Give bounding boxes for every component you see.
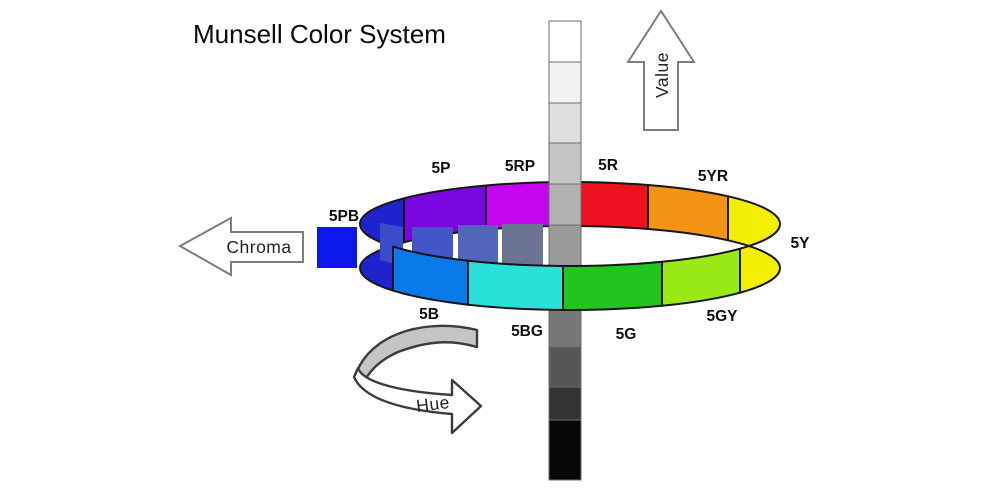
hue-label-5gy: 5GY: [706, 308, 738, 325]
value-step-2: [548, 102, 582, 144]
chroma-axis-arrow: Chroma: [177, 216, 304, 277]
value-arrow-shape: [626, 9, 696, 131]
chroma-swatch-2: [458, 225, 498, 266]
hue-label-5b: 5B: [419, 306, 439, 323]
value-step-3: [548, 142, 582, 185]
value-step-0: [548, 20, 582, 63]
value-step-9: [548, 386, 582, 421]
hue-label-5pb: 5PB: [329, 208, 359, 225]
value-step-5: [548, 224, 582, 268]
value-arrow-label: Value: [652, 52, 672, 98]
hue-ring-front: [392, 245, 741, 312]
ring-segment-5bg: [467, 259, 564, 311]
page-title: Munsell Color System: [193, 19, 446, 49]
hue-label-5g: 5G: [616, 326, 637, 343]
value-step-10: [548, 419, 582, 481]
hue-label-5yr: 5YR: [698, 168, 728, 185]
ring-segment-5yr: [647, 184, 729, 242]
hue-label-5y: 5Y: [791, 235, 811, 252]
hue-label-5rp: 5RP: [505, 158, 535, 175]
value-scale-column: [548, 20, 582, 481]
hue-label-5r: 5R: [598, 157, 618, 174]
ring-segment-5gy: [661, 247, 741, 307]
value-axis-arrow: Value: [626, 9, 696, 131]
chroma-arrow-shape: [177, 216, 304, 277]
value-step-8: [548, 346, 582, 388]
chroma-swatch-3: [502, 224, 543, 267]
chroma-arrow-label: Chroma: [226, 237, 291, 257]
value-step-7: [548, 308, 582, 348]
hue-label-5p: 5P: [432, 160, 451, 177]
hue-arrow-front-face: [352, 366, 483, 435]
hue-label-5bg: 5BG: [511, 323, 543, 340]
hue-arrow-top-surface: [356, 324, 479, 386]
value-step-1: [548, 61, 582, 104]
hue-rotation-arrow: Hue: [352, 324, 483, 435]
ring-segment-5g: [562, 260, 663, 312]
hue-arrow-label: Hue: [415, 392, 451, 416]
ring-segment-5b: [392, 245, 469, 306]
hue-labels: 5P 5RP 5R 5YR 5Y 5GY 5G 5BG 5B 5PB: [329, 157, 810, 343]
value-step-4: [548, 183, 582, 226]
chroma-swatch-5pb-outer: [317, 227, 357, 268]
